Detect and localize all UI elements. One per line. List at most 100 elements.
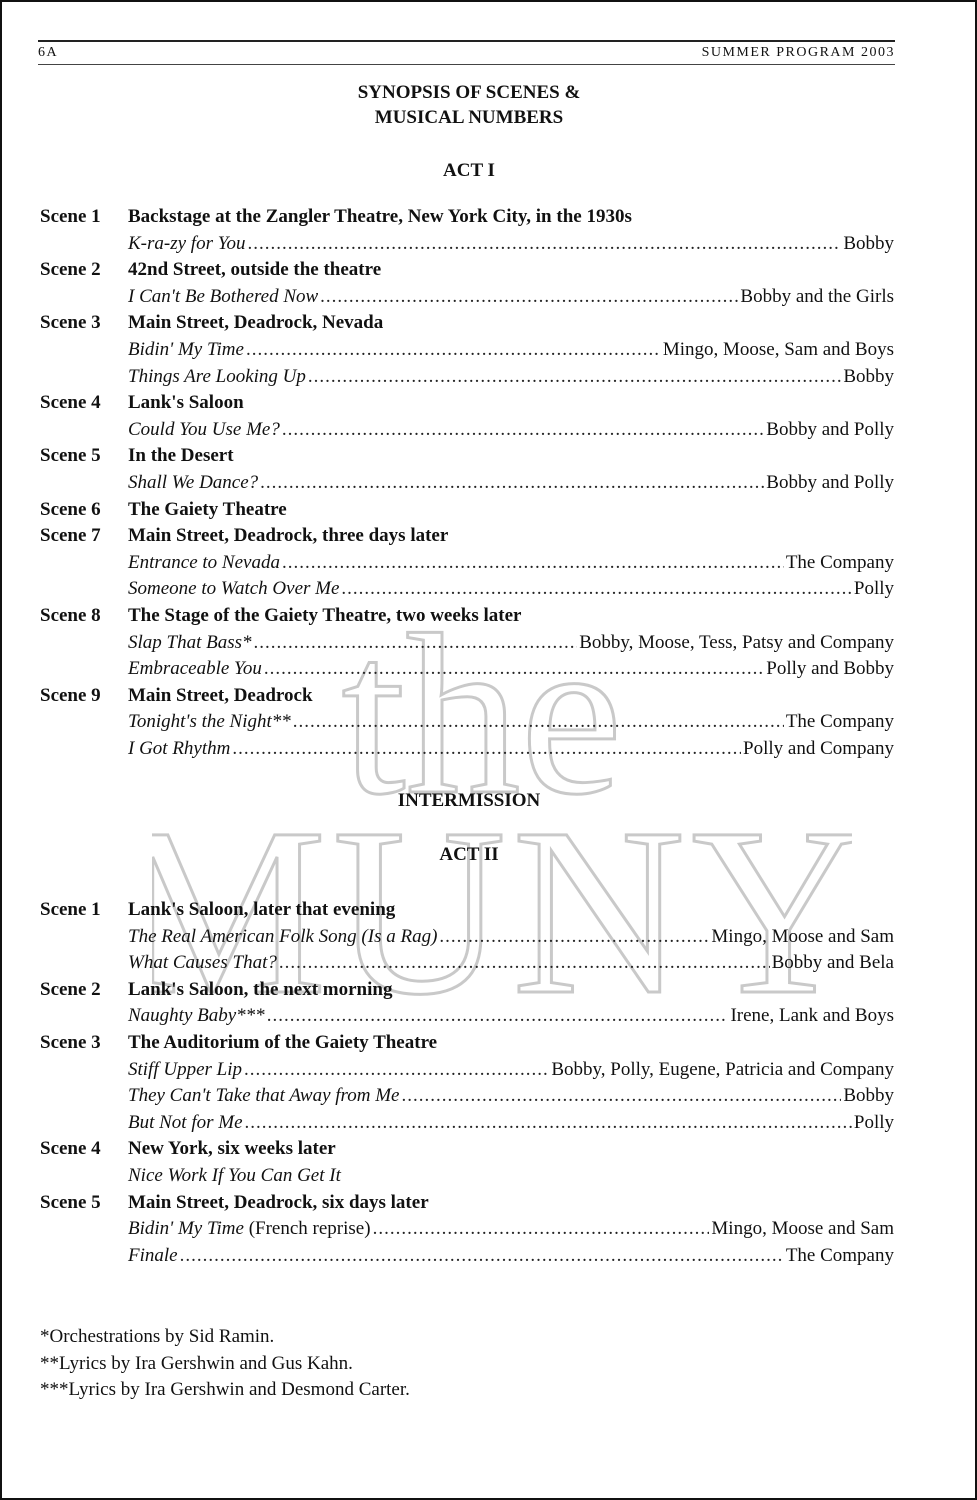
- performers: The Company: [785, 551, 894, 573]
- dot-leader: ........................................…: [244, 1111, 852, 1133]
- song-title: I Got Rhythm: [128, 736, 230, 762]
- performers: Bobby, Moose, Tess, Patsy and Company: [579, 631, 894, 653]
- song-title-text: But Not for Me: [128, 1111, 243, 1133]
- performers: Polly: [853, 578, 894, 600]
- dot-leader: ........................................…: [401, 1085, 841, 1107]
- performers: Mingo, Moose and Sam: [711, 1218, 894, 1240]
- performers: Bobby: [843, 1085, 894, 1107]
- song-title-text: Tonight's the Night**: [128, 711, 291, 733]
- song-row: Entrance to Nevada......................…: [128, 550, 894, 576]
- performers: Bobby: [843, 232, 894, 254]
- scene-label: Scene 3: [40, 312, 101, 334]
- song-title-text: Bidin' My Time: [128, 1218, 244, 1240]
- song-title: Embraceable You: [128, 656, 262, 682]
- song-row: K-ra-zy for You.........................…: [128, 231, 894, 257]
- song-title-text: Bidin' My Time: [128, 339, 244, 360]
- footnotes: *Orchestrations by Sid Ramin. **Lyrics b…: [40, 1324, 410, 1404]
- performers: The Company: [785, 1244, 894, 1266]
- song-row: They Can't Take that Away from Me.......…: [128, 1083, 894, 1109]
- song-title: The Real American Folk Song (Is a Rag): [128, 924, 437, 950]
- song-title: K-ra-zy for You: [128, 231, 246, 257]
- scene-title: Lank's Saloon, the next morning: [128, 978, 393, 1000]
- performers: Polly and Company: [743, 738, 894, 759]
- song-title: I Can't Be Bothered Now: [128, 284, 318, 310]
- song-row: The Real American Folk Song (Is a Rag)..…: [128, 924, 894, 950]
- song-title-text: I Can't Be Bothered Now: [128, 285, 319, 307]
- scene-label: Scene 5: [40, 1191, 101, 1213]
- song-title: Could You Use Me?: [128, 417, 280, 443]
- dot-leader: ........................................…: [179, 1244, 784, 1266]
- muny-watermark: the MUNY: [152, 586, 852, 1043]
- scene-label: Scene 6: [40, 498, 101, 520]
- song-title: Bidin' My Time: [128, 337, 244, 363]
- song-title: What Causes That?: [128, 950, 277, 976]
- song-title: Someone to Watch Over Me: [128, 576, 339, 602]
- song-title-text: K-ra-zy for You: [128, 232, 246, 254]
- scene-label: Scene 2: [40, 259, 101, 281]
- song-row: I Got Rhythm............................…: [128, 736, 894, 762]
- song-title: Nice Work If You Can Get It: [128, 1163, 341, 1189]
- dot-leader: ........................................…: [244, 1058, 549, 1080]
- song-title-text: Could You Use Me?: [128, 418, 280, 440]
- song-title: Stiff Upper Lip: [128, 1057, 242, 1083]
- song-title-text: Naughty Baby***: [128, 1005, 265, 1027]
- song-title-text: Things Are Looking Up: [128, 365, 306, 387]
- song-title-text: Someone to Watch Over Me: [128, 578, 340, 600]
- dot-leader: ........................................…: [232, 738, 741, 759]
- song-row: Bidin' My Time..........................…: [128, 337, 894, 363]
- page-title: SYNOPSIS OF SCENES & MUSICAL NUMBERS: [2, 80, 936, 130]
- performers: The Company: [785, 711, 894, 733]
- page-number: 6A: [38, 45, 59, 60]
- dot-leader: ........................................…: [281, 418, 765, 440]
- song-row: Nice Work If You Can Get It: [128, 1163, 894, 1189]
- dot-leader: ........................................…: [266, 1005, 729, 1027]
- performers: Bobby and Bela: [771, 952, 894, 974]
- song-row: I Can't Be Bothered Now.................…: [128, 284, 894, 310]
- song-row: Naughty Baby***.........................…: [128, 1003, 894, 1029]
- dot-leader: ........................................…: [341, 578, 851, 600]
- performers: Mingo, Moose and Sam: [711, 925, 894, 947]
- song-title: They Can't Take that Away from Me: [128, 1083, 399, 1109]
- song-title: Tonight's the Night**: [128, 709, 291, 735]
- song-row: Stiff Upper Lip.........................…: [128, 1057, 894, 1083]
- scene-title: Main Street, Deadrock, three days later: [128, 525, 449, 547]
- song-title-text: They Can't Take that Away from Me: [128, 1085, 400, 1107]
- song-note: (French reprise): [243, 1218, 371, 1240]
- song-row: What Causes That?.......................…: [128, 950, 894, 976]
- song-row: Tonight's the Night**...................…: [128, 709, 894, 735]
- song-title: Finale: [128, 1243, 178, 1269]
- scene-title: In the Desert: [128, 445, 234, 467]
- dot-leader: ........................................…: [260, 472, 764, 493]
- performers: Bobby, Polly, Eugene, Patricia and Compa…: [551, 1058, 894, 1080]
- intermission-heading: INTERMISSION: [397, 790, 541, 811]
- song-title-text: Slap That Bass*: [128, 631, 252, 653]
- song-title-text: I Got Rhythm: [128, 738, 231, 759]
- watermark-line1: the: [342, 587, 623, 842]
- song-row: Could You Use Me?.......................…: [128, 417, 894, 443]
- scene-title: The Auditorium of the Gaiety Theatre: [128, 1032, 438, 1053]
- dot-leader: ........................................…: [278, 952, 770, 974]
- scene-title: Main Street, Deadrock: [128, 684, 313, 706]
- song-row: Bidin' My Time (French reprise).........…: [128, 1216, 894, 1242]
- song-title-text: The Real American Folk Song (Is a Rag): [128, 925, 438, 947]
- scene-title: Lank's Saloon, later that evening: [128, 899, 396, 920]
- dot-leader: ........................................…: [292, 711, 784, 733]
- dot-leader: ........................................…: [245, 339, 661, 360]
- watermark-line2: MUNY: [152, 778, 852, 1042]
- scene-title: The Stage of the Gaiety Theatre, two wee…: [128, 605, 522, 626]
- song-row: But Not for Me..........................…: [128, 1110, 894, 1136]
- title-line-1: SYNOPSIS OF SCENES &: [357, 82, 581, 103]
- scene-title: Backstage at the Zangler Theatre, New Yo…: [128, 206, 632, 227]
- scene-label: Scene 8: [40, 605, 101, 626]
- song-title: Naughty Baby***: [128, 1003, 265, 1029]
- performers: Polly and Bobby: [766, 658, 894, 680]
- dot-leader: ........................................…: [263, 658, 765, 680]
- scene-title: Lank's Saloon: [128, 392, 244, 414]
- footnote: ***Lyrics by Ira Gershwin and Desmond Ca…: [40, 1379, 410, 1400]
- song-title: Slap That Bass*: [128, 630, 252, 656]
- dot-leader: ........................................…: [320, 285, 739, 307]
- song-title-text: What Causes That?: [128, 952, 277, 974]
- scene-label: Scene 2: [40, 978, 101, 1000]
- scene-label: Scene 7: [40, 525, 101, 547]
